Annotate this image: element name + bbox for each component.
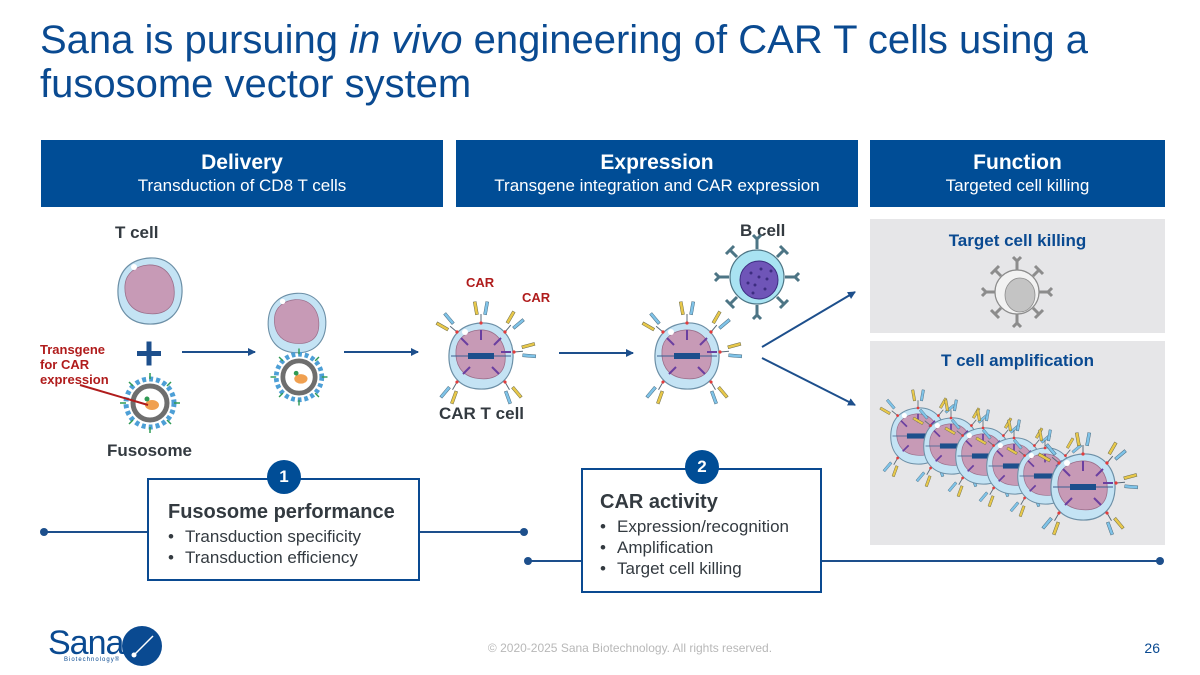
phase-header-delivery: Delivery Transduction of CD8 T cells (41, 140, 443, 207)
phase-header-function: Function Targeted cell killing (870, 140, 1165, 207)
label-transgene-line: Transgene (40, 342, 106, 357)
milestone-item: Expression/recognition (600, 516, 820, 537)
t-cell-binding-illustration (267, 292, 327, 354)
milestone-list: Expression/recognition Amplification Tar… (600, 516, 820, 579)
milestone-item: Target cell killing (600, 558, 820, 579)
fusosome-binding-illustration (271, 349, 328, 406)
label-transgene-line: expression (40, 372, 109, 387)
milestone-item: Transduction efficiency (168, 547, 418, 568)
amplified-car-t-cells-illustration (879, 390, 1138, 536)
milestone-title: CAR activity (600, 491, 718, 513)
milestone-item: Transduction specificity (168, 526, 418, 547)
logo-tagline: Biotechnology® (64, 657, 121, 663)
phase-title: Function (973, 151, 1062, 174)
slide-title: Sana is pursuing in vivo engineering of … (40, 18, 1160, 106)
milestone-box-1: Fusosome performance Transduction specif… (147, 478, 420, 581)
label-b-cell: B cell (740, 221, 786, 240)
phase-subtitle: Transduction of CD8 T cells (137, 176, 347, 195)
milestone-title: Fusosome performance (168, 501, 395, 523)
car-t-cell-illustration (436, 302, 537, 405)
page-number: 26 (1144, 640, 1160, 656)
b-cell-illustration (713, 233, 801, 321)
logo-wordmark: Sana (48, 624, 124, 662)
phase-subtitle: Targeted cell killing (945, 176, 1090, 195)
label-car-1: CAR (466, 275, 495, 290)
plus-icon (137, 341, 161, 366)
milestone-box-2: CAR activity Expression/recognition Ampl… (581, 468, 822, 593)
label-car-2: CAR (522, 290, 551, 305)
phase-title: Expression (600, 151, 714, 174)
sana-logo-mark-icon (122, 626, 162, 666)
t-cell-illustration (117, 257, 183, 325)
arrow-icon (761, 291, 856, 348)
milestone-item: Amplification (600, 537, 820, 558)
fusosome-illustration (120, 373, 180, 433)
phase-title: Delivery (201, 151, 283, 174)
panel-title: T cell amplification (940, 351, 1095, 370)
arrow-icon (761, 357, 856, 406)
phase-header-expression: Expression Transgene integration and CAR… (456, 140, 858, 207)
title-text-italic: in vivo (349, 18, 463, 62)
milestone-badge-1: 1 (267, 460, 301, 494)
title-text-start: Sana is pursuing (40, 18, 350, 62)
copyright-notice: © 2020-2025 Sana Biotechnology. All righ… (487, 641, 773, 655)
title-text-end: engineering of CAR T cells using a fusos… (40, 18, 1089, 106)
label-transgene-line: for CAR (40, 357, 90, 372)
car-t-cell-engaging-illustration (642, 302, 743, 405)
phase-subtitle: Transgene integration and CAR expression (494, 176, 820, 195)
label-transgene: Transgene for CAR expression (40, 342, 109, 387)
milestone-list: Transduction specificity Transduction ef… (168, 526, 418, 568)
label-car-t-cell: CAR T cell (439, 404, 525, 423)
panel-title: Target cell killing (948, 231, 1087, 250)
killed-target-cell-illustration (980, 255, 1054, 329)
milestone-badge-2: 2 (685, 450, 719, 484)
transgene-pointer-line (79, 384, 149, 406)
label-t-cell: T cell (115, 223, 159, 242)
label-fusosome: Fusosome (107, 441, 193, 460)
